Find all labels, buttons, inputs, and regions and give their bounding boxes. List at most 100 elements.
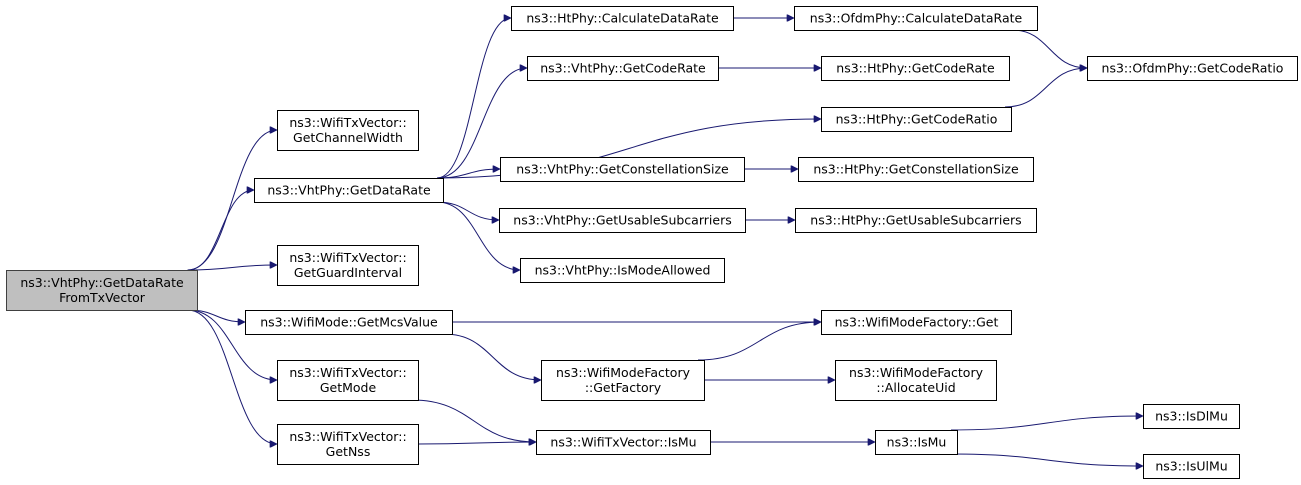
node-box bbox=[277, 245, 419, 286]
node-label: ns3::IsUlMu bbox=[1155, 459, 1227, 474]
node-box bbox=[499, 208, 746, 233]
node-wmf-allocate-uid[interactable]: ns3::WifiModeFactory::AllocateUid bbox=[835, 360, 997, 401]
node-label: GetMode bbox=[320, 380, 377, 395]
node-box bbox=[520, 258, 725, 283]
node-label: GetGuardInterval bbox=[294, 265, 402, 280]
node-is-ul-mu[interactable]: ns3::IsUlMu bbox=[1143, 454, 1240, 479]
node-box bbox=[1143, 404, 1240, 429]
node-box bbox=[277, 424, 419, 465]
node-get-mcs-value[interactable]: ns3::WifiMode::GetMcsValue bbox=[245, 310, 453, 335]
edge-wmf-get-factory-to-wmf-get bbox=[697, 322, 821, 361]
node-box bbox=[821, 56, 1010, 81]
edge-ht-get-code-ratio-to-ofdm-get-code-ratio bbox=[1004, 68, 1087, 108]
edge-vht-get-data-rate-to-vht-get-usable-sub bbox=[436, 201, 499, 220]
edge-is-mu-to-is-ul-mu bbox=[950, 453, 1143, 466]
node-vht-get-code-rate[interactable]: ns3::VhtPhy::GetCodeRate bbox=[527, 56, 719, 81]
node-label: ns3::WifiTxVector:: bbox=[289, 429, 406, 444]
node-is-mu[interactable]: ns3::IsMu bbox=[875, 430, 958, 455]
node-get-guard-interval[interactable]: ns3::WifiTxVector::GetGuardInterval bbox=[277, 245, 419, 286]
node-label: ns3::VhtPhy::GetCodeRate bbox=[540, 61, 706, 76]
node-label: ns3::WifiModeFactory::Get bbox=[835, 315, 999, 330]
edge-ofdm-calc-data-rate-to-ofdm-get-code-ratio bbox=[1012, 29, 1087, 68]
node-label: ns3::WifiTxVector:: bbox=[289, 365, 406, 380]
node-box bbox=[1143, 454, 1240, 479]
edge-vht-get-data-rate-to-vht-get-const-size bbox=[436, 169, 500, 179]
node-label: ns3::IsMu bbox=[887, 435, 947, 450]
node-label: ns3::HtPhy::CalculateDataRate bbox=[526, 11, 719, 26]
call-edges bbox=[187, 18, 1143, 466]
edge-root-to-vht-get-data-rate bbox=[187, 190, 254, 271]
edge-vht-get-data-rate-to-ht-calc-data-rate bbox=[436, 18, 511, 179]
node-box bbox=[500, 157, 745, 182]
node-label: ns3::WifiModeFactory bbox=[556, 365, 691, 380]
node-box bbox=[511, 6, 734, 31]
node-label: ns3::IsDlMu bbox=[1155, 409, 1228, 424]
node-label: ns3::OfdmPhy::GetCodeRatio bbox=[1102, 61, 1284, 76]
node-label: FromTxVector bbox=[59, 290, 146, 305]
node-label: ns3::VhtPhy::GetConstellationSize bbox=[516, 162, 729, 177]
node-box bbox=[277, 360, 419, 401]
node-label: ns3::VhtPhy::GetDataRate bbox=[267, 183, 431, 198]
node-box bbox=[527, 56, 719, 81]
node-label: GetNss bbox=[326, 444, 371, 459]
node-label: ns3::WifiModeFactory bbox=[849, 365, 984, 380]
node-box bbox=[1087, 56, 1298, 81]
edge-get-nss-to-tx-is-mu bbox=[417, 442, 536, 444]
function-nodes: ns3::VhtPhy::GetDataRateFromTxVectorns3:… bbox=[6, 6, 1298, 479]
node-wmf-get[interactable]: ns3::WifiModeFactory::Get bbox=[821, 310, 1012, 335]
edge-root-to-get-guard-interval bbox=[187, 265, 277, 271]
node-vht-get-usable-sub[interactable]: ns3::VhtPhy::GetUsableSubcarriers bbox=[499, 208, 746, 233]
node-ht-get-code-ratio[interactable]: ns3::HtPhy::GetCodeRatio bbox=[821, 107, 1012, 132]
node-ofdm-calc-data-rate[interactable]: ns3::OfdmPhy::CalculateDataRate bbox=[794, 6, 1038, 31]
node-box bbox=[821, 310, 1012, 335]
node-label: ns3::WifiMode::GetMcsValue bbox=[260, 315, 438, 330]
node-label: ns3::HtPhy::GetUsableSubcarriers bbox=[810, 213, 1021, 228]
node-ht-get-code-rate[interactable]: ns3::HtPhy::GetCodeRate bbox=[821, 56, 1010, 81]
node-tx-is-mu[interactable]: ns3::WifiTxVector::IsMu bbox=[536, 430, 711, 455]
edge-get-mode-to-tx-is-mu bbox=[411, 399, 536, 442]
node-box bbox=[245, 310, 453, 335]
node-label: ns3::HtPhy::GetCodeRatio bbox=[836, 112, 998, 127]
node-label: ::GetFactory bbox=[585, 380, 662, 395]
node-wmf-get-factory[interactable]: ns3::WifiModeFactory::GetFactory bbox=[541, 360, 705, 401]
node-box bbox=[536, 430, 711, 455]
node-box bbox=[835, 360, 997, 401]
node-vht-get-data-rate[interactable]: ns3::VhtPhy::GetDataRate bbox=[254, 178, 444, 203]
node-label: ns3::OfdmPhy::CalculateDataRate bbox=[810, 11, 1023, 26]
node-label: ns3::HtPhy::GetConstellationSize bbox=[813, 162, 1019, 177]
node-label: ns3::WifiTxVector:: bbox=[289, 115, 406, 130]
node-vht-get-const-size[interactable]: ns3::VhtPhy::GetConstellationSize bbox=[500, 157, 745, 182]
node-box bbox=[795, 208, 1037, 233]
node-ht-get-const-size[interactable]: ns3::HtPhy::GetConstellationSize bbox=[798, 157, 1034, 182]
node-get-mode[interactable]: ns3::WifiTxVector::GetMode bbox=[277, 360, 419, 401]
edge-vht-get-data-rate-to-vht-is-mode-allowed bbox=[436, 201, 520, 270]
edge-get-mcs-value-to-wmf-get-factory bbox=[444, 333, 541, 380]
node-label: ns3::WifiTxVector::IsMu bbox=[550, 435, 696, 450]
node-ofdm-get-code-ratio[interactable]: ns3::OfdmPhy::GetCodeRatio bbox=[1087, 56, 1298, 81]
node-label: GetChannelWidth bbox=[293, 130, 403, 145]
edge-root-to-get-nss bbox=[187, 309, 277, 444]
node-box bbox=[541, 360, 705, 401]
node-ht-get-usable-sub[interactable]: ns3::HtPhy::GetUsableSubcarriers bbox=[795, 208, 1037, 233]
node-label: ns3::VhtPhy::GetDataRate bbox=[20, 275, 184, 290]
edge-is-mu-to-is-dl-mu bbox=[950, 416, 1143, 431]
node-box bbox=[794, 6, 1038, 31]
node-ht-calc-data-rate[interactable]: ns3::HtPhy::CalculateDataRate bbox=[511, 6, 734, 31]
node-is-dl-mu[interactable]: ns3::IsDlMu bbox=[1143, 404, 1240, 429]
node-get-channel-width[interactable]: ns3::WifiTxVector::GetChannelWidth bbox=[277, 110, 419, 151]
node-box bbox=[821, 107, 1012, 132]
node-label: ns3::VhtPhy::GetUsableSubcarriers bbox=[513, 213, 731, 228]
node-get-nss[interactable]: ns3::WifiTxVector::GetNss bbox=[277, 424, 419, 465]
edge-root-to-get-mode bbox=[187, 309, 277, 380]
node-box bbox=[277, 110, 419, 151]
node-vht-is-mode-allowed[interactable]: ns3::VhtPhy::IsModeAllowed bbox=[520, 258, 725, 283]
node-box bbox=[798, 157, 1034, 182]
node-label: ns3::HtPhy::GetCodeRate bbox=[836, 61, 995, 76]
node-box bbox=[254, 178, 444, 203]
node-label: ::AllocateUid bbox=[876, 380, 955, 395]
edge-vht-get-data-rate-to-vht-get-code-rate bbox=[436, 68, 527, 179]
node-box bbox=[6, 270, 198, 311]
node-label: ns3::WifiTxVector:: bbox=[289, 250, 406, 265]
